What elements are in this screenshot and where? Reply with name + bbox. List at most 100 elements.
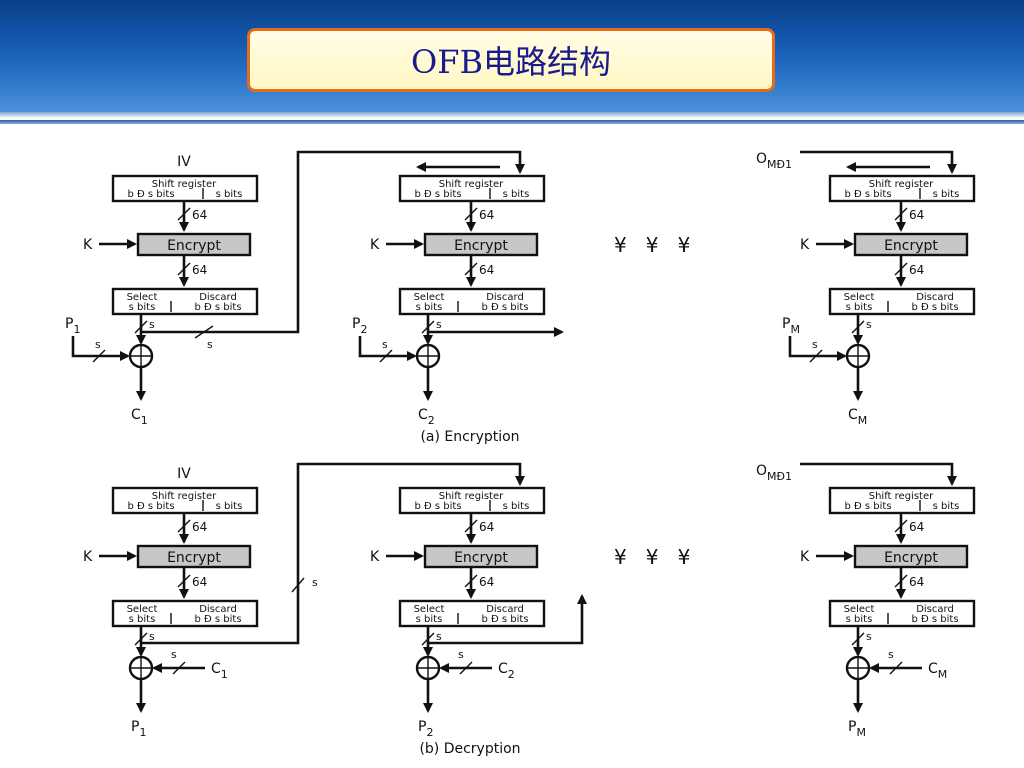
bits-64-label: 64 (192, 263, 207, 277)
bits-64-label: 64 (192, 208, 207, 222)
iv-label: IV (177, 466, 191, 482)
encrypt-box (853, 544, 969, 569)
b-minus-s-bits-label: b Ð s bits (127, 189, 174, 200)
bus-slash (172, 661, 186, 675)
s-bits-label: s bits (503, 189, 530, 200)
select-s-bits-label: s bits (846, 614, 873, 625)
plaintext-input-arrow (788, 336, 847, 361)
shift-register-box (111, 174, 259, 203)
encrypt-box (136, 232, 252, 257)
bus-slash (464, 574, 478, 588)
shift-register-label: Shift register (439, 179, 504, 190)
key-label: K (800, 549, 810, 565)
bits-64-label: 64 (479, 263, 494, 277)
encrypt-label: Encrypt (454, 550, 508, 566)
select-label: Select (844, 604, 875, 615)
bus-slash (464, 262, 478, 276)
bus-slash (421, 320, 435, 334)
dec-feedback-s-label: s (312, 576, 318, 589)
bus-slash (809, 349, 823, 363)
select-discard-box (828, 287, 976, 316)
bus-slash (177, 519, 191, 533)
b-minus-s-bits-label: b Ð s bits (844, 189, 891, 200)
enc-feedback-s-label: s (207, 338, 213, 351)
s-label: s (866, 630, 872, 643)
encrypt-box (423, 232, 539, 257)
select-discard-box (111, 287, 259, 316)
o-prev-label: OMÐ1 (756, 463, 792, 483)
misc-labels: s s ¥ ¥ ¥ ¥ ¥ ¥ (a) Encryption (b) Decry… (207, 233, 690, 757)
b-minus-s-bits-label: b Ð s bits (414, 501, 461, 512)
bus-slash (464, 519, 478, 533)
ciphertext-output-label: CM (848, 407, 867, 427)
select-s-bits-label: s bits (846, 302, 873, 313)
encrypt-box (423, 544, 539, 569)
s-label: s (149, 630, 155, 643)
bus-slash (421, 632, 435, 646)
s-bits-label: s bits (216, 189, 243, 200)
dec-feedback-wire-m (800, 462, 957, 486)
select-discard-box (398, 287, 546, 316)
bits-64-label: 64 (479, 208, 494, 222)
bus-slash (894, 262, 908, 276)
shift-register-label: Shift register (152, 491, 217, 502)
title-box: OFB电路结构 (247, 28, 775, 92)
shift-register-box (828, 486, 976, 515)
plaintext-output-label: P1 (131, 719, 146, 739)
bus-slash (92, 349, 106, 363)
b-minus-s-bits-label: b Ð s bits (127, 501, 174, 512)
s-label: s (812, 338, 818, 351)
enc-feedback-slash (194, 325, 214, 339)
discard-label: Discard (486, 604, 524, 615)
s-label: s (888, 648, 894, 661)
s-bits-label: s bits (933, 189, 960, 200)
bus-slash (889, 661, 903, 675)
dec-ellipsis: ¥ ¥ ¥ (614, 545, 690, 569)
encrypt-label: Encrypt (454, 238, 508, 254)
key-label: K (83, 549, 93, 565)
discard-bits-label: b Ð s bits (194, 614, 241, 625)
bits-64-label: 64 (909, 208, 924, 222)
discard-bits-label: b Ð s bits (911, 614, 958, 625)
header-divider (0, 120, 1024, 124)
page-title: OFB电路结构 (411, 43, 611, 81)
bus-slash (134, 632, 148, 646)
ciphertext-input-label: C1 (211, 661, 228, 681)
bus-slash (851, 320, 865, 334)
discard-bits-label: b Ð s bits (911, 302, 958, 313)
ciphertext-output-label: C1 (131, 407, 148, 427)
shift-register-label: Shift register (869, 491, 934, 502)
bits-64-label: 64 (192, 520, 207, 534)
b-minus-s-bits-label: b Ð s bits (414, 189, 461, 200)
bits-64-label: 64 (909, 575, 924, 589)
s-label: s (382, 338, 388, 351)
discard-bits-label: b Ð s bits (481, 302, 528, 313)
key-label: K (800, 237, 810, 253)
plaintext-output-label: PM (848, 719, 866, 739)
s-label: s (149, 318, 155, 331)
enc-feedback-wire-1 (142, 150, 525, 334)
b-minus-s-bits-label: b Ð s bits (844, 501, 891, 512)
key-label: K (370, 237, 380, 253)
select-s-bits-label: s bits (129, 614, 156, 625)
encrypt-label: Encrypt (167, 550, 221, 566)
select-discard-box (828, 599, 976, 628)
bus-slash (894, 207, 908, 221)
bits-64-label: 64 (909, 263, 924, 277)
plaintext-input-arrow (71, 336, 130, 361)
discard-label: Discard (916, 604, 954, 615)
encrypt-label: Encrypt (884, 238, 938, 254)
key-label: K (83, 237, 93, 253)
dec-feedback-slash (291, 577, 305, 593)
discard-label: Discard (916, 292, 954, 303)
s-bits-label: s bits (216, 501, 243, 512)
ciphertext-input-label: CM (928, 661, 947, 681)
feedback-wires (142, 150, 957, 645)
bus-slash (464, 207, 478, 221)
plaintext-input-label: P1 (65, 316, 80, 336)
